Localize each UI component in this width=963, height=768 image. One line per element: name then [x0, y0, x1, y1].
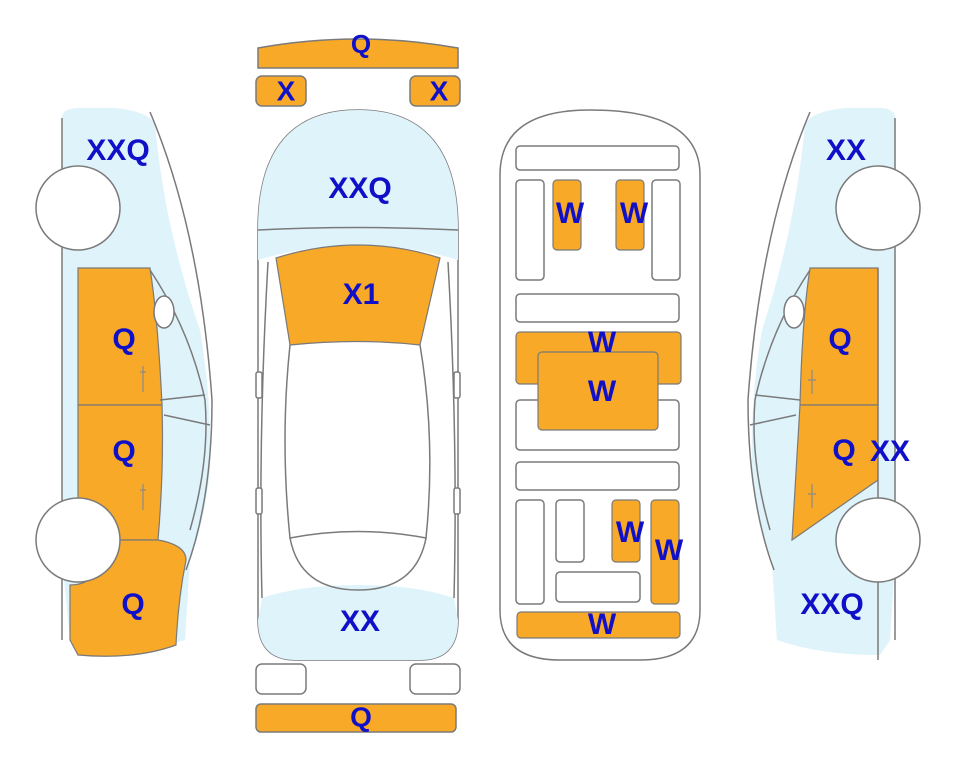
windshield-panel[interactable]: [275, 244, 441, 346]
front-light-right-label: X: [430, 75, 449, 106]
left-rear-door-label: Q: [112, 435, 135, 468]
left-front-fender-label: XXQ: [86, 134, 149, 167]
front-light-right-panel[interactable]: [409, 75, 461, 107]
right-rear-quarter-label: XXQ: [800, 588, 863, 621]
floor-front-left-panel[interactable]: [552, 179, 582, 251]
trunk-label: XX: [340, 605, 380, 638]
right-side-view: [747, 108, 921, 660]
floor-rear-bottom-panel[interactable]: [516, 611, 681, 639]
right-front-wheel: [835, 165, 921, 251]
front-light-left-panel[interactable]: [255, 75, 307, 107]
windshield-label: X1: [343, 278, 380, 311]
floor-front-right-panel[interactable]: [615, 179, 645, 251]
left-front-door-label: Q: [112, 323, 135, 356]
top-view: [255, 109, 461, 733]
floor-rear-tall-label: W: [655, 534, 684, 567]
left-front-wheel: [35, 165, 121, 251]
floor-rear-small-panel[interactable]: [611, 499, 641, 563]
left-rear-quarter-label: Q: [121, 588, 144, 621]
floor-rear-bottom-label: W: [588, 608, 617, 641]
right-rear-door-panel[interactable]: [791, 404, 879, 542]
floor-middle-center-label: W: [588, 375, 617, 408]
rear-bumper-panel[interactable]: [255, 703, 457, 733]
floor-view: [499, 109, 701, 661]
right-rear-door-label: Q: [832, 434, 855, 467]
left-side-view: [35, 108, 213, 657]
front-bumper-label: Q: [351, 29, 371, 59]
left-rear-wheel: [35, 497, 121, 583]
right-rear-wheel: [835, 497, 921, 583]
floor-middle-top-label: W: [588, 326, 617, 359]
floor-middle-center-panel[interactable]: [537, 351, 659, 431]
front-bumper-panel[interactable]: [257, 38, 459, 69]
right-rear-side-label: XX: [870, 435, 910, 468]
front-light-left-label: X: [277, 75, 296, 106]
trunk-panel[interactable]: [258, 585, 458, 660]
right-front-door-label: Q: [828, 323, 851, 356]
floor-front-right-label: W: [620, 197, 649, 230]
rear-bumper-label: Q: [350, 701, 372, 732]
floor-rear-small-label: W: [616, 516, 645, 549]
hood-panel[interactable]: [258, 110, 458, 260]
right-front-fender-label: XX: [826, 134, 866, 167]
hood-label: XXQ: [328, 172, 391, 205]
floor-front-left-label: W: [556, 197, 585, 230]
floor-rear-tall-panel[interactable]: [650, 499, 680, 605]
